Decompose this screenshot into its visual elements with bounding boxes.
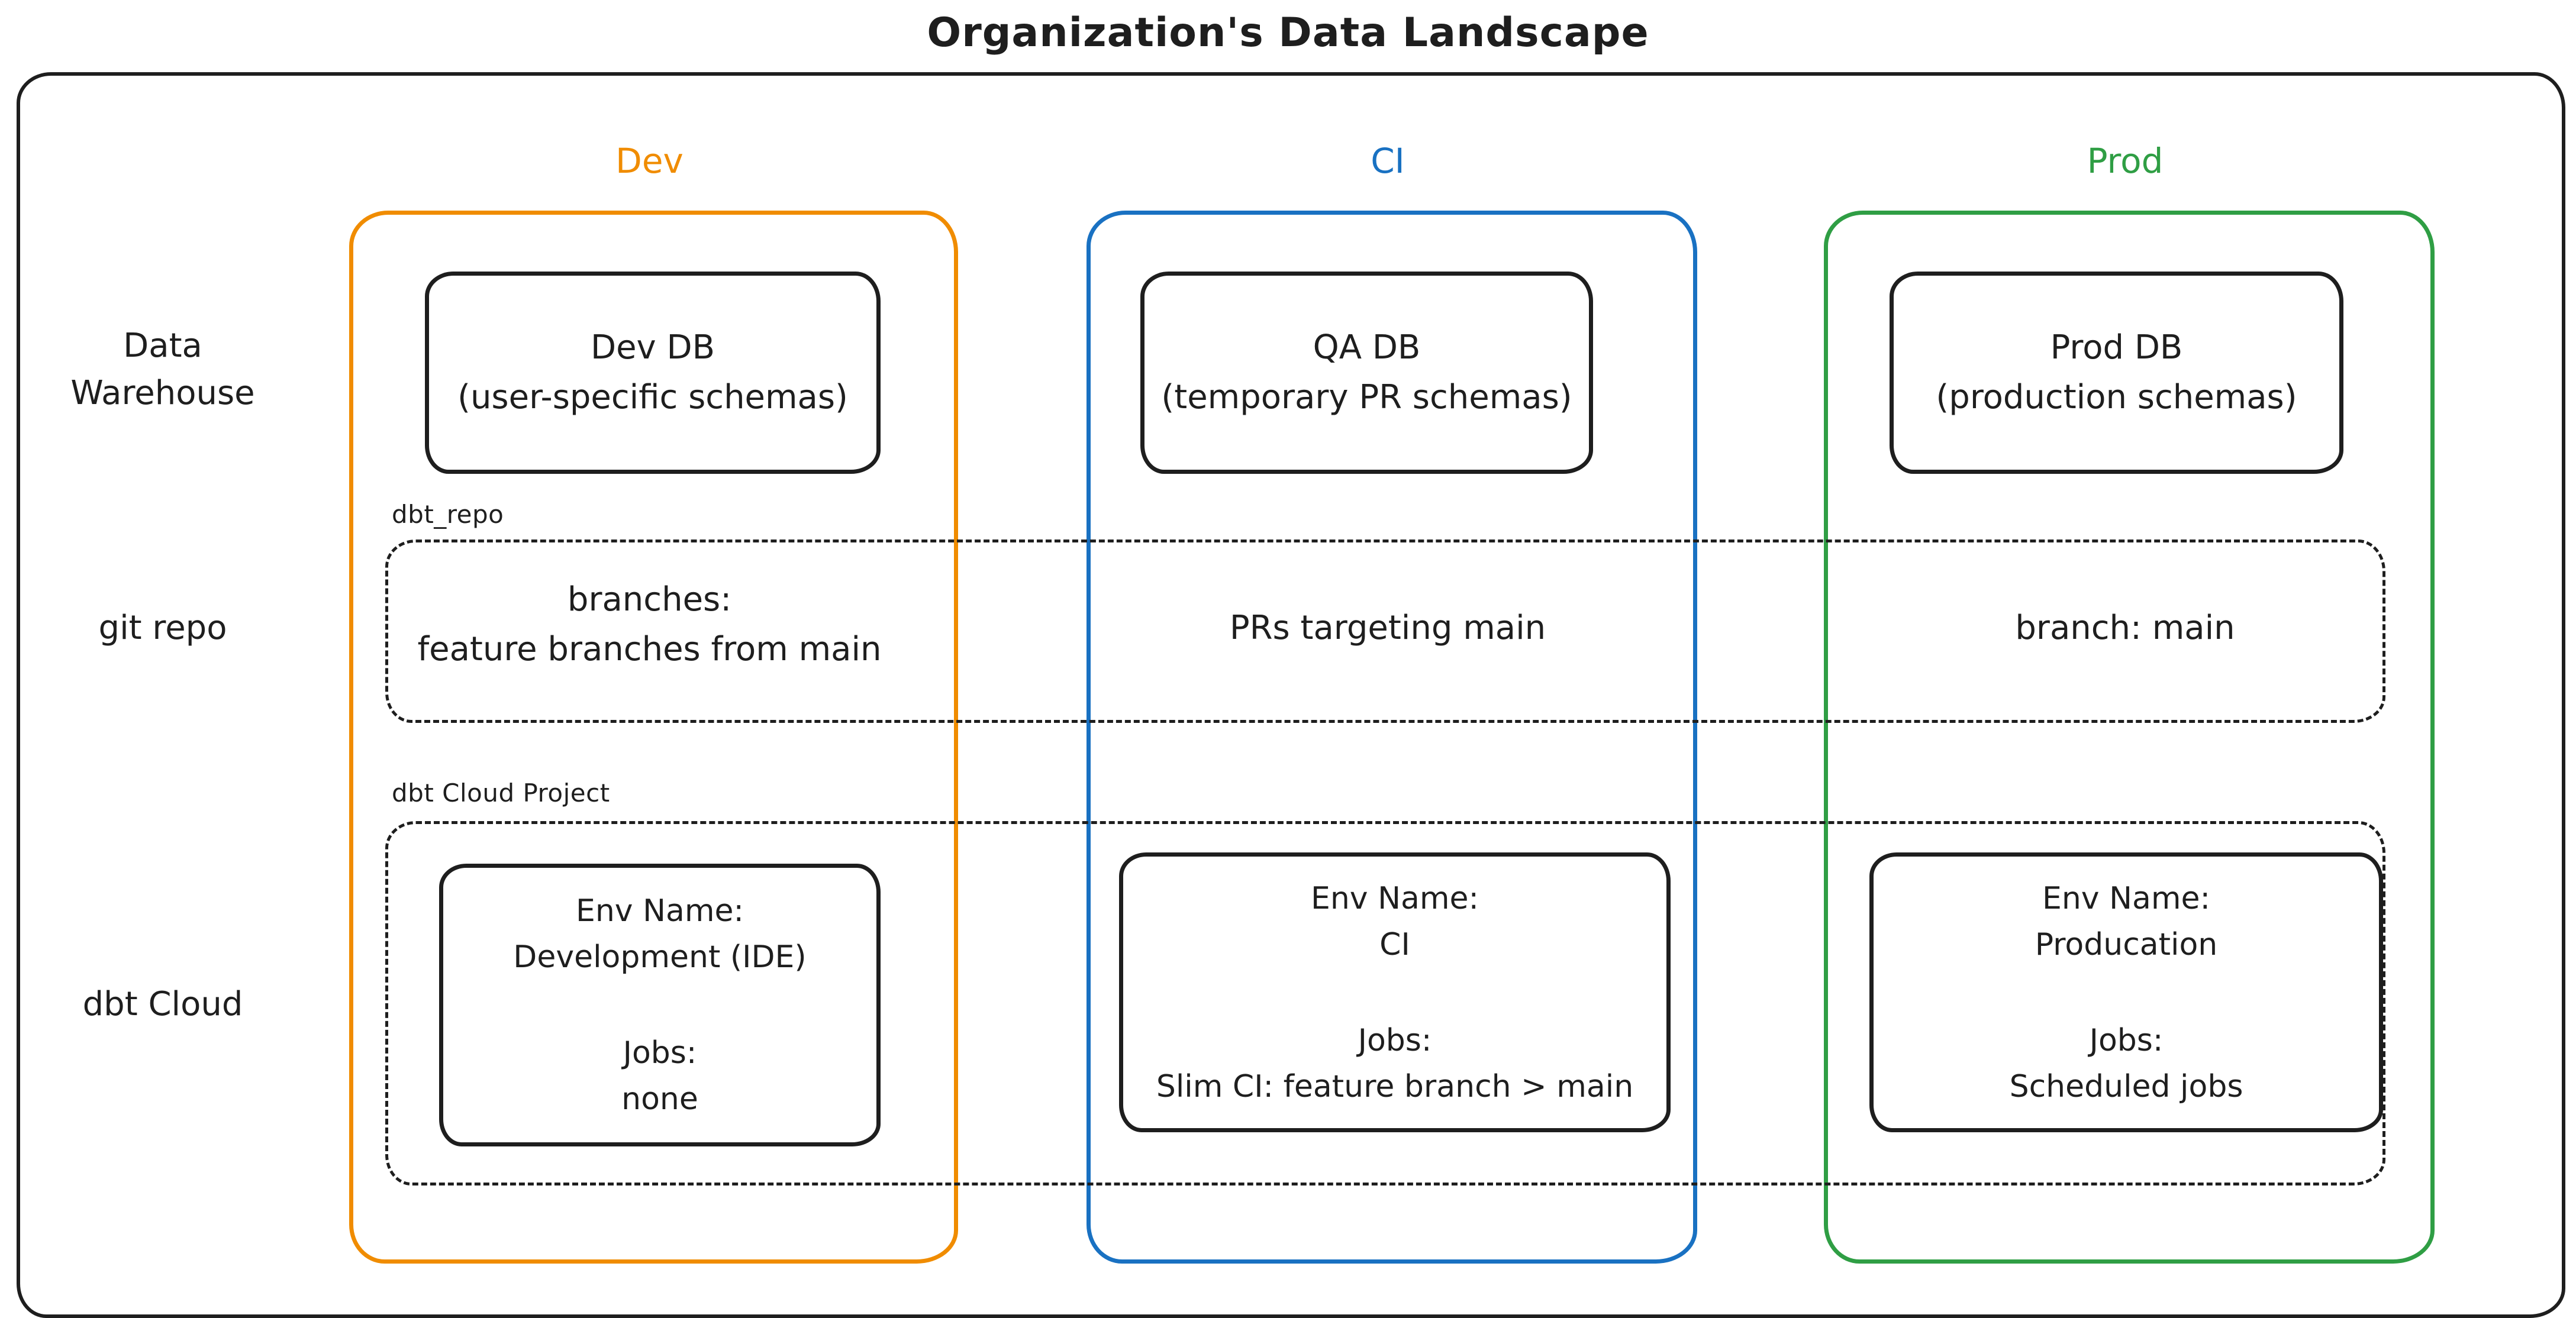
row-label-dbt-cloud: dbt Cloud	[82, 985, 243, 1023]
env-box-ci: Env Name: CI Jobs: Slim CI: feature bran…	[1119, 852, 1671, 1132]
env-name-value: Producation	[2035, 926, 2218, 962]
git-text-dev: branches: feature branches from main	[417, 580, 882, 668]
column-frame-prod	[1824, 211, 2435, 1264]
column-label-prod: Prod	[2087, 141, 2164, 181]
git-text-prod: branch: main	[2015, 609, 2235, 647]
column-label-ci: CI	[1371, 141, 1405, 181]
dbt-project-dashed-box	[385, 821, 2385, 1185]
jobs-value: Slim CI: feature branch > main	[1156, 1068, 1634, 1104]
db-box-qa: QA DB (temporary PR schemas)	[1140, 272, 1593, 474]
db-box-dev: Dev DB (user-specific schemas)	[425, 272, 881, 474]
env-name-value: CI	[1379, 926, 1410, 962]
diagram-title: Organization's Data Landscape	[927, 9, 1649, 56]
env-name-label: Env Name:	[1310, 880, 1479, 916]
column-frame-dev	[349, 211, 958, 1264]
git-text-ci: PRs targeting main	[1229, 609, 1546, 647]
env-name-value: Development (IDE)	[513, 939, 807, 975]
jobs-label: Jobs:	[1358, 1022, 1432, 1058]
dbt-project-section-label: dbt Cloud Project	[392, 778, 610, 807]
env-name-label: Env Name:	[575, 893, 744, 929]
jobs-value: Scheduled jobs	[2009, 1068, 2243, 1104]
env-name-label: Env Name:	[2042, 880, 2211, 916]
env-box-prod: Env Name: Producation Jobs: Scheduled jo…	[1869, 852, 2383, 1132]
git-repo-section-label: dbt_repo	[392, 500, 504, 529]
jobs-label: Jobs:	[623, 1035, 697, 1071]
column-label-dev: Dev	[615, 141, 684, 181]
outer-frame	[17, 72, 2565, 1318]
jobs-label: Jobs:	[2089, 1022, 2164, 1058]
row-label-data-warehouse: Data Warehouse	[70, 327, 255, 412]
git-repo-dashed-box	[385, 540, 2385, 723]
db-box-prod: Prod DB (production schemas)	[1890, 272, 2343, 474]
row-label-git-repo: git repo	[98, 609, 227, 647]
column-frame-ci	[1087, 211, 1697, 1264]
env-box-dev: Env Name: Development (IDE) Jobs: none	[439, 864, 881, 1146]
jobs-value: none	[621, 1081, 698, 1117]
